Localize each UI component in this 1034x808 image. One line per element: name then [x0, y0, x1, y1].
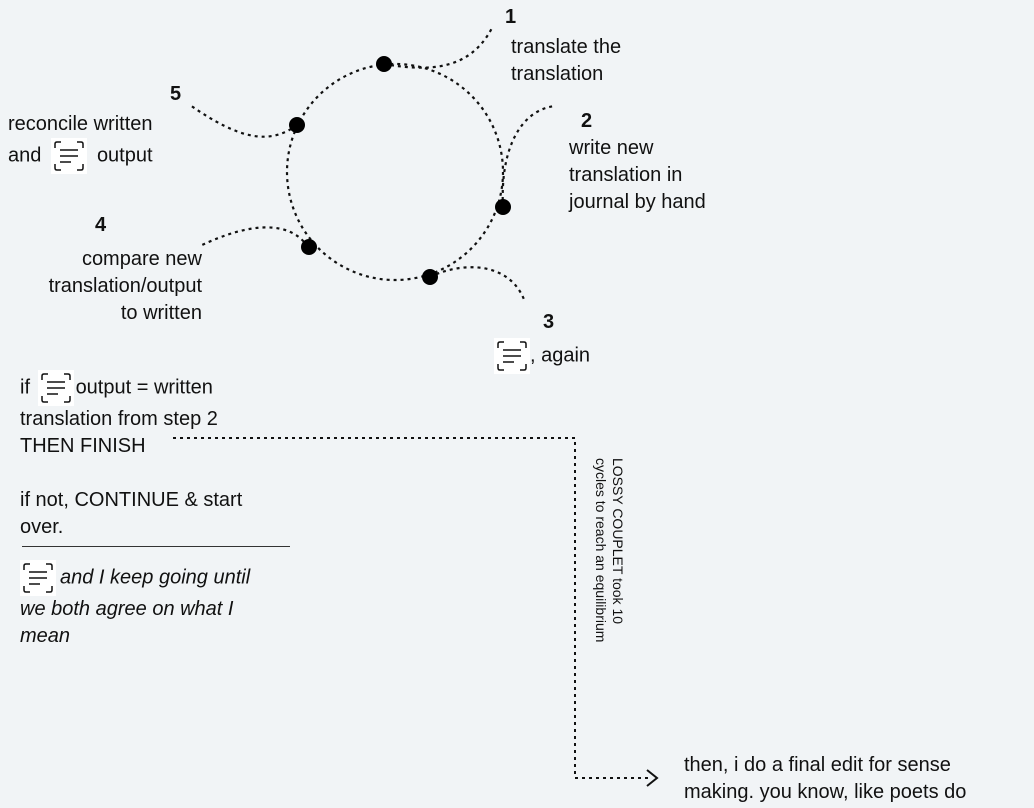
text-scan-icon: [20, 560, 56, 596]
node-step-2: [495, 199, 511, 215]
text-scan-icon: [37, 370, 74, 406]
step-4-number: 4: [95, 214, 107, 236]
step-4-label: compare new translation/output to writte…: [48, 248, 202, 324]
finish-path: [173, 437, 650, 779]
step-2-number: 2: [581, 110, 593, 132]
connector-step-3: [429, 266, 527, 303]
node-step-4: [301, 239, 317, 255]
step-5-number: 5: [170, 83, 182, 105]
text-scan-icon: [50, 138, 87, 174]
step-3-label: , again: [494, 338, 590, 374]
node-step-3: [422, 269, 438, 285]
connector-step-1: [383, 27, 493, 69]
connector-step-2: [501, 104, 556, 208]
condition-text: if output = written translation from ste…: [20, 370, 242, 541]
step-1-label: translate the translation: [511, 36, 622, 85]
node-step-5: [289, 117, 305, 133]
side-note: LOSSY COUPLET took 10 cycles to reach an…: [593, 458, 626, 643]
cycle-ring: [285, 62, 505, 282]
step-5-label: reconcile written and output: [8, 111, 153, 174]
divider: [22, 546, 290, 547]
connector-step-5: [189, 104, 298, 138]
arrow-head-icon: [646, 769, 659, 787]
step-2-label: write new translation in journal by hand: [569, 137, 706, 213]
text-scan-icon: [494, 338, 530, 374]
final-text: then, i do a final edit for sense making…: [684, 754, 967, 803]
note-text: and I keep going until we both agree on …: [20, 560, 250, 650]
step-1-number: 1: [505, 6, 517, 28]
step-3-number: 3: [543, 311, 555, 333]
node-step-1: [376, 56, 392, 72]
connector-step-4: [199, 226, 309, 248]
